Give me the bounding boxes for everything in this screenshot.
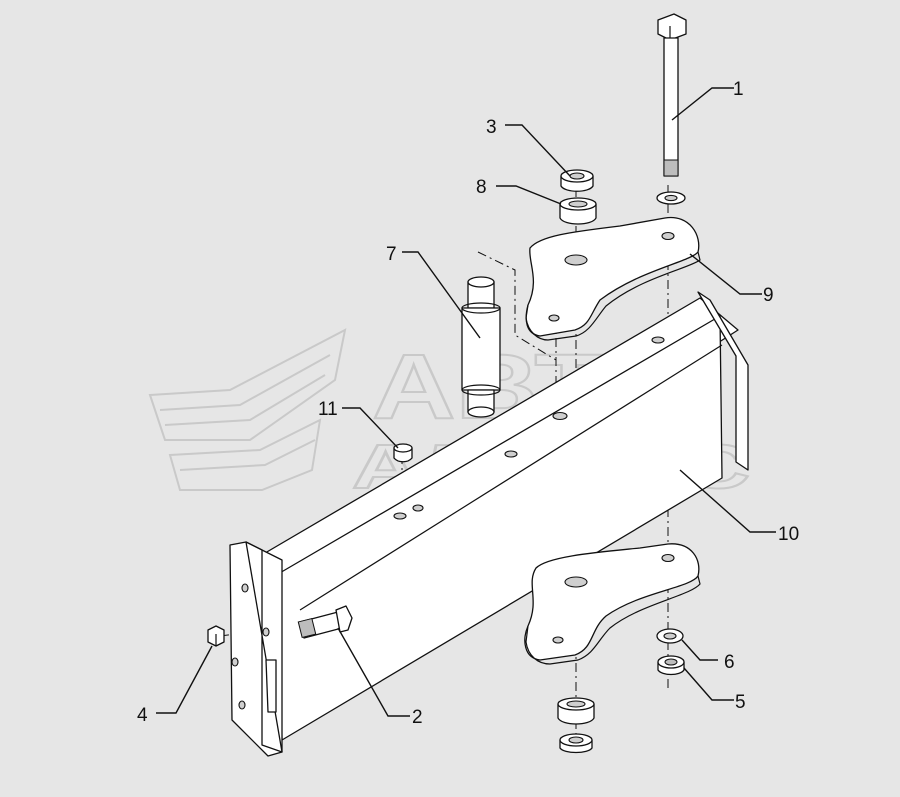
part-1-bolt — [657, 13, 687, 177]
watermark-logo — [148, 328, 347, 491]
part-9-upper-plate — [525, 216, 701, 341]
part-11-fitting — [393, 443, 413, 463]
callout-6: 6 — [724, 652, 735, 673]
part-6-washer — [656, 628, 684, 644]
part-7-pin — [461, 276, 501, 418]
part-5-nut — [657, 655, 685, 676]
lower-bushing — [557, 697, 595, 725]
callout-9: 9 — [763, 285, 774, 306]
callout-4: 4 — [137, 705, 148, 726]
callout-3: 3 — [486, 117, 497, 138]
part-3-nut — [560, 169, 594, 192]
part-2-bolt — [297, 605, 353, 639]
callout-8: 8 — [476, 177, 487, 198]
leader-lines — [156, 87, 776, 717]
lower-nut — [559, 733, 593, 754]
part-10-beam — [229, 291, 749, 757]
upper-washer — [656, 191, 686, 205]
part-4-nut — [207, 625, 225, 647]
part-8-bushing — [559, 197, 597, 225]
callout-2: 2 — [412, 707, 423, 728]
lower-plate — [524, 543, 701, 665]
callout-11: 11 — [318, 399, 338, 420]
callout-7: 7 — [386, 244, 397, 265]
callout-10: 10 — [778, 524, 799, 545]
callout-labels: 1 2 3 4 5 6 7 8 9 10 11 — [137, 79, 799, 728]
callout-1: 1 — [733, 79, 744, 100]
callout-5: 5 — [735, 692, 746, 713]
